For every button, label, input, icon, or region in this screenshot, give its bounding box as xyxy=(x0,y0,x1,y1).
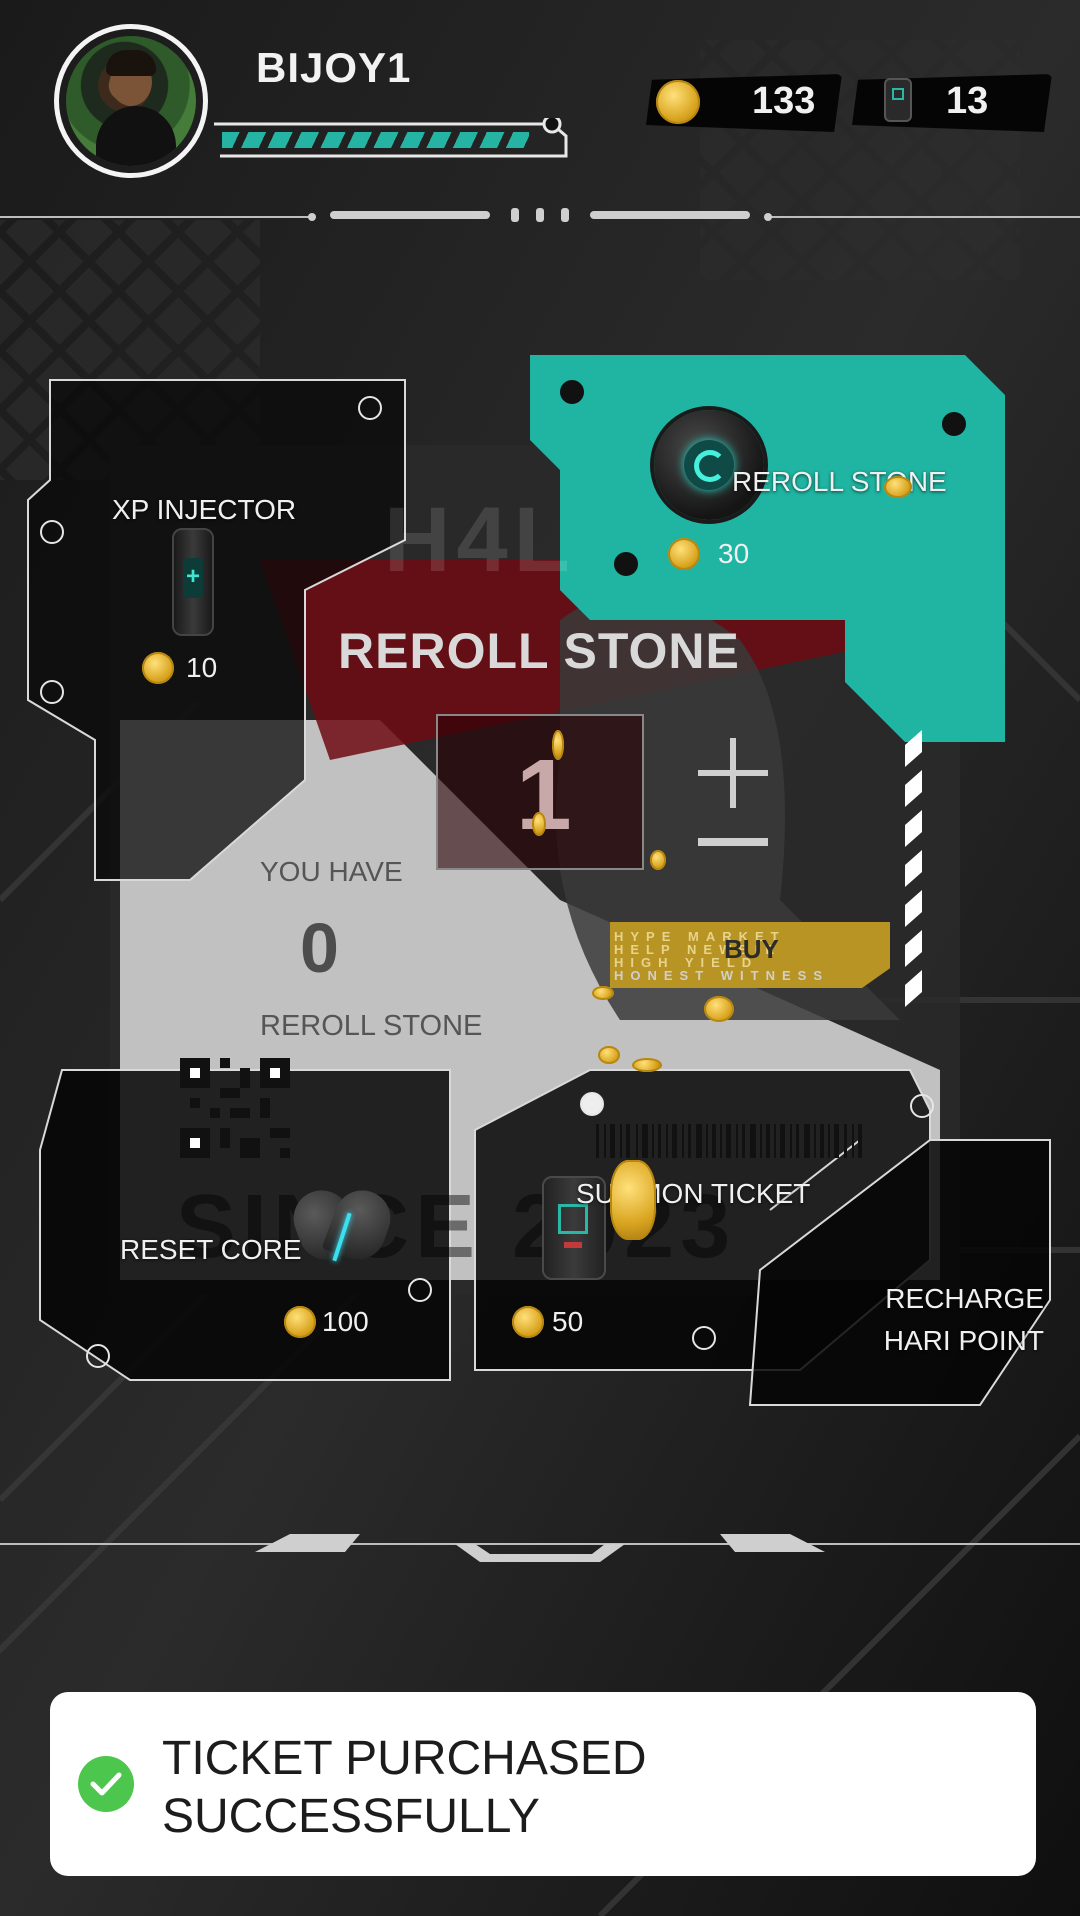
summon-ticket-icon xyxy=(542,1176,606,1280)
decor-hole xyxy=(40,680,64,704)
shop-item-reset-core[interactable]: RESET CORE 100 xyxy=(110,1170,450,1350)
owned-count: 0 xyxy=(300,909,339,987)
toast-message: TICKET PURCHASED SUCCESSFULLY xyxy=(162,1730,647,1846)
xp-progress-bar xyxy=(222,132,552,148)
decor-hole xyxy=(942,412,966,436)
shop-item-xp-injector[interactable]: XP INJECTOR + 10 xyxy=(100,480,350,700)
coin-particle xyxy=(532,812,546,836)
coin-icon xyxy=(512,1306,544,1338)
coin-icon xyxy=(668,538,700,570)
item-price: 30 xyxy=(718,538,750,569)
coin-particle xyxy=(650,850,666,870)
item-name: XP INJECTOR xyxy=(112,494,297,525)
minus-icon[interactable] xyxy=(698,838,768,846)
decor-hole xyxy=(614,552,638,576)
ticket-icon xyxy=(884,78,912,122)
buy-small-text: HYPE MARKET HELP NEWBIE HIGH YIELD HONES… xyxy=(614,929,830,983)
coin-particle xyxy=(610,1160,656,1240)
avatar[interactable] xyxy=(66,36,196,166)
item-price: 50 xyxy=(552,1306,584,1337)
decor-hole xyxy=(358,396,382,420)
shop-item-recharge[interactable]: RECHARGE HARI POINT xyxy=(800,1270,1050,1380)
quantity-value: 1 xyxy=(516,739,572,851)
success-toast: TICKET PURCHASED SUCCESSFULLY xyxy=(50,1692,1036,1876)
item-name: REROLL STONE xyxy=(732,466,947,497)
coin-particle xyxy=(592,986,614,1000)
coin-icon xyxy=(142,652,174,684)
avatar-ring xyxy=(54,24,208,178)
toast-line-1: TICKET PURCHASED xyxy=(162,1732,647,1785)
decor-hole xyxy=(692,1326,716,1350)
coin-count: 133 xyxy=(752,80,816,122)
item-name: RECHARGE HARI POINT xyxy=(883,1283,1044,1356)
username: BIJOY1 xyxy=(256,44,412,91)
decor-hole xyxy=(580,1092,604,1116)
xp-progress-fill xyxy=(222,132,529,148)
coin-particle xyxy=(704,996,734,1022)
plus-icon[interactable] xyxy=(698,738,768,808)
reset-core-icon xyxy=(285,1178,399,1278)
reroll-stone-icon xyxy=(654,410,764,520)
coin-icon xyxy=(284,1306,316,1338)
item-name: RESET CORE xyxy=(120,1234,302,1265)
selected-item-title: REROLL STONE xyxy=(338,623,740,679)
check-icon xyxy=(78,1756,134,1812)
coin-particle xyxy=(598,1046,620,1064)
coin-particle xyxy=(884,476,912,498)
toast-line-2: SUCCESSFULLY xyxy=(162,1790,540,1843)
item-price: 100 xyxy=(322,1306,369,1337)
decor-hole xyxy=(560,380,584,404)
coin-icon xyxy=(656,80,700,124)
owned-unit: REROLL STONE xyxy=(260,1010,483,1042)
coin-particle xyxy=(632,1058,662,1072)
quantity-display: 1 xyxy=(436,714,644,870)
coin-particle xyxy=(552,730,564,760)
decor-hole xyxy=(86,1344,110,1368)
ticket-count: 13 xyxy=(946,80,989,122)
you-have-label: YOU HAVE xyxy=(260,856,403,887)
xp-injector-icon: + xyxy=(172,528,214,636)
item-price: 10 xyxy=(186,652,218,683)
decor-hole xyxy=(408,1278,432,1302)
decor-hole xyxy=(910,1094,934,1118)
buy-label: BUY xyxy=(724,934,779,964)
qr-code-icon xyxy=(180,1058,290,1158)
buy-button[interactable]: HYPE MARKET HELP NEWBIE HIGH YIELD HONES… xyxy=(610,922,890,988)
shop-item-reroll-stone[interactable]: REROLL STONE 30 xyxy=(560,380,1000,600)
watermark-h4l: H4L xyxy=(384,489,576,591)
xp-bar-frame xyxy=(214,118,568,158)
decor-hole xyxy=(40,520,64,544)
